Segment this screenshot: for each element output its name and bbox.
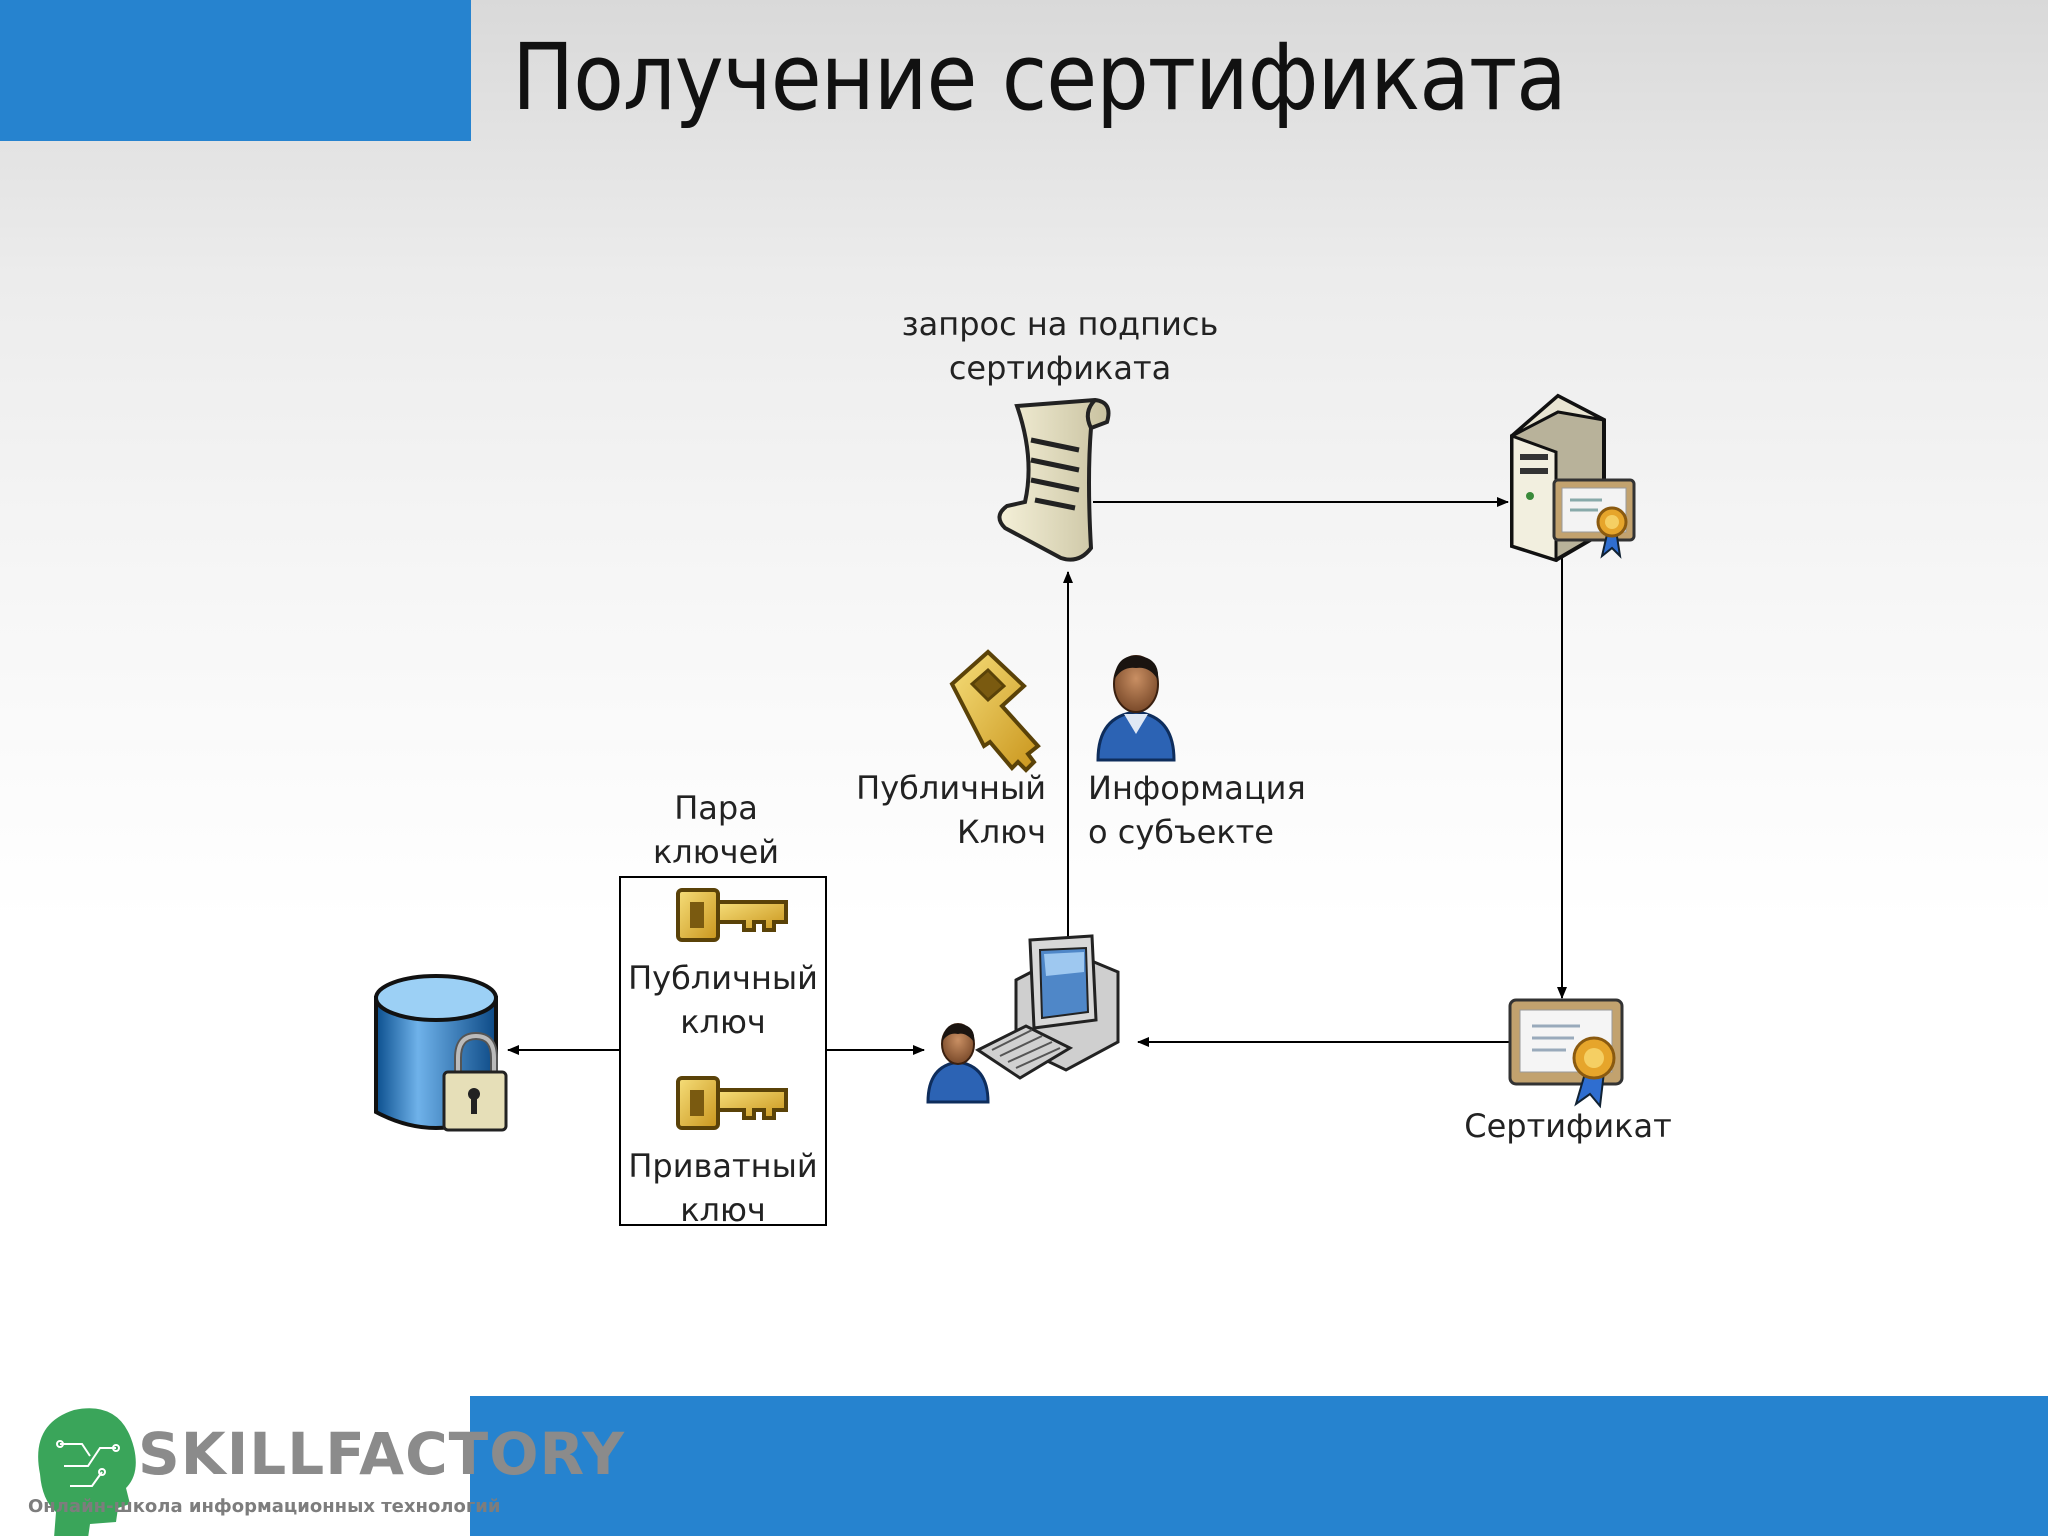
brand-tagline: Онлайн-школа информационных технологий: [28, 1496, 501, 1517]
certificate-label: Сертификат: [1464, 1107, 1672, 1145]
request-label-line1: запрос на подпись: [901, 305, 1219, 343]
certificate-icon: [1508, 998, 1624, 1109]
subject-info-label-line2: о субъекте: [1088, 813, 1274, 851]
pair-public-key-icon: [676, 888, 788, 942]
key-pair-label: Пара ключей: [626, 786, 806, 874]
brand-logo-text: SKILLFACTORY: [138, 1420, 625, 1488]
ca-server-icon: [1510, 393, 1636, 563]
key-pair-label-line2: ключей: [652, 833, 780, 871]
page-title: Получение сертификата: [512, 24, 1567, 131]
request-label: запрос на подпись сертификата: [900, 302, 1220, 390]
flow-arrows: [507, 497, 1567, 1055]
header-accent-bar: [0, 0, 471, 141]
key-pair-box: [619, 876, 827, 1226]
public-key-label: Публичный Ключ: [840, 766, 1046, 854]
workstation-icon: [926, 934, 1120, 1104]
pair-public-key-label-line1: Публичный: [628, 959, 818, 997]
secure-database-icon: [374, 974, 508, 1132]
pair-private-key-label-line2: ключ: [680, 1191, 766, 1229]
pair-private-key-icon: [676, 1076, 788, 1130]
public-key-label-line1: Публичный: [856, 769, 1046, 807]
footer-accent-bar: [470, 1396, 2048, 1536]
public-key-label-line2: Ключ: [956, 813, 1046, 851]
pair-public-key-label: Публичный ключ: [620, 956, 826, 1044]
subject-info-label-line1: Информация: [1088, 769, 1306, 807]
key-icon: [949, 649, 1041, 773]
request-label-line2: сертификата: [948, 349, 1172, 387]
pair-private-key-label-line1: Приватный: [628, 1147, 818, 1185]
scroll-icon: [997, 397, 1111, 562]
subject-info-label: Информация о субъекте: [1088, 766, 1308, 854]
pair-private-key-label: Приватный ключ: [620, 1144, 826, 1232]
key-pair-label-line1: Пара: [674, 789, 758, 827]
pair-public-key-label-line2: ключ: [680, 1003, 766, 1041]
user-icon: [1096, 655, 1176, 762]
brain-logo-icon: [38, 1408, 136, 1536]
